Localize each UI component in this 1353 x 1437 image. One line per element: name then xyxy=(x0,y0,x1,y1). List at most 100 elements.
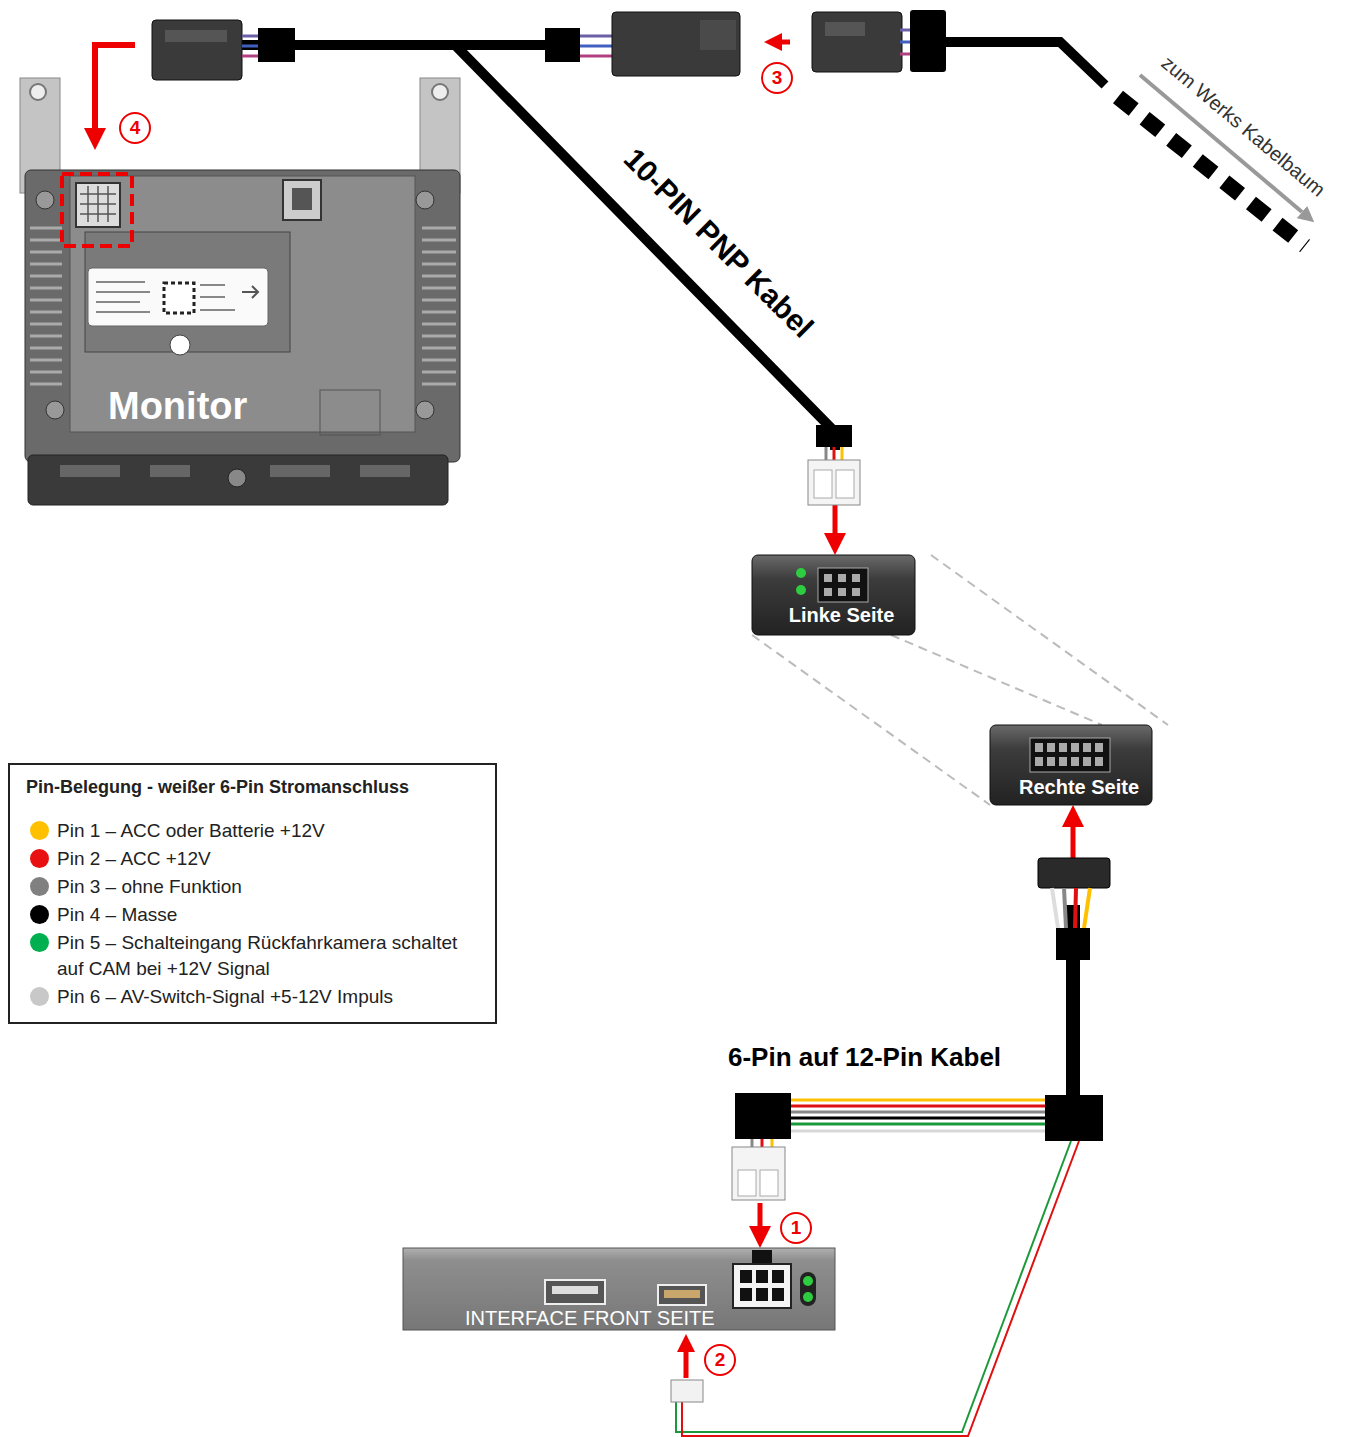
pnp-plug xyxy=(816,425,852,447)
interface-box xyxy=(658,1285,706,1305)
monitor-illustration xyxy=(228,469,246,487)
vehicle-harness xyxy=(825,22,865,36)
connector-line xyxy=(758,1203,763,1226)
cable-6-to-12-pin xyxy=(1084,888,1090,928)
monitor-illustration xyxy=(422,251,456,254)
node-text: INTERFACE FRONT SEITE xyxy=(465,1307,715,1329)
cable-6-to-12-pin xyxy=(791,1117,1045,1120)
callout-number: 2 xyxy=(704,1344,736,1376)
monitor-illustration xyxy=(422,335,456,338)
cable-label: 6-Pin auf 12-Pin Kabel xyxy=(728,1042,1001,1073)
monitor-illustration xyxy=(422,227,456,230)
monitor-illustration xyxy=(242,286,258,298)
cable-6-to-12-pin xyxy=(1045,1095,1103,1141)
callout-number: 4 xyxy=(119,112,151,144)
monitor-illustration xyxy=(200,296,225,298)
module-right-side xyxy=(1083,743,1091,752)
pnp-plug xyxy=(836,470,854,498)
module-left-side xyxy=(824,574,860,596)
monitor-illustration xyxy=(422,275,456,278)
cable-6-to-12-pin xyxy=(682,1141,1079,1436)
monitor-illustration xyxy=(30,251,62,254)
monitor-illustration xyxy=(30,323,62,326)
callout-number: 3 xyxy=(761,62,793,94)
cable-6-to-12-pin xyxy=(735,1093,791,1139)
module-right-side xyxy=(1035,757,1043,766)
vehicle-harness xyxy=(545,28,580,62)
cable-6-to-12-pin xyxy=(671,1380,703,1402)
cable-6-to-12-pin xyxy=(791,1099,1045,1102)
interface-box xyxy=(752,1250,772,1264)
monitor-illustration xyxy=(30,239,62,242)
monitor-illustration xyxy=(416,191,434,209)
monitor-illustration xyxy=(87,186,89,222)
monitor-illustration xyxy=(80,186,116,222)
module-left-side xyxy=(838,574,846,582)
monitor-illustration xyxy=(30,311,62,314)
legend-row: Pin 4 – Masse xyxy=(26,902,479,928)
legend-row: Pin 1 – ACC oder Batterie +12V xyxy=(26,818,479,844)
monitor-illustration xyxy=(416,401,434,419)
interface-box xyxy=(552,1286,598,1294)
cable-6-to-12-pin xyxy=(1052,888,1090,928)
monitor-illustration xyxy=(30,263,62,266)
monitor-illustration xyxy=(422,371,456,374)
legend-text: Pin 3 – ohne Funktion xyxy=(57,874,242,900)
monitor-illustration xyxy=(96,282,235,312)
legend-text: Pin 5 – Schalteingang Rückfahrkamera sch… xyxy=(57,930,479,982)
vehicle-harness xyxy=(812,12,902,72)
connector-line xyxy=(931,555,1168,725)
module-right-side xyxy=(1059,743,1067,752)
interface-box xyxy=(740,1270,752,1283)
interface-box xyxy=(740,1270,784,1301)
vehicle-harness xyxy=(242,36,260,56)
monitor-illustration xyxy=(360,465,410,477)
interface-box xyxy=(800,1272,816,1306)
interface-box xyxy=(403,1248,835,1330)
module-right: Rechte Seite xyxy=(990,725,1168,805)
module-right-side xyxy=(1071,743,1079,752)
vehicle-harness xyxy=(242,45,260,48)
monitor-illustration xyxy=(30,359,62,362)
monitor-illustration xyxy=(30,371,62,374)
legend-text: Pin 6 – AV-Switch-Signal +5-12V Impuls xyxy=(57,984,393,1010)
legend-box: Pin-Belegung - weißer 6-Pin Stromanschlu… xyxy=(8,763,497,1024)
legend-swatch xyxy=(30,905,49,924)
vehicle-harness xyxy=(1118,97,1305,246)
vehicle-harness xyxy=(700,20,736,50)
monitor-illustration xyxy=(28,455,448,505)
cable-6-to-12-pin xyxy=(1056,928,1090,960)
interface-box xyxy=(756,1270,768,1283)
cable-6-to-12-pin xyxy=(791,1130,1045,1133)
module-right-side xyxy=(1071,757,1079,766)
monitor-illustration xyxy=(422,299,456,302)
interface-box xyxy=(803,1276,813,1286)
vehicle-harness xyxy=(580,55,614,58)
connector-line xyxy=(891,635,1102,725)
module-right-side xyxy=(1059,757,1067,766)
monitor-illustration xyxy=(25,170,460,462)
pnp-plug xyxy=(808,425,860,505)
vehicle-harness xyxy=(152,20,242,80)
monitor-illustration xyxy=(96,311,150,313)
interface-box xyxy=(545,1280,605,1304)
node-text: Rechte Seite xyxy=(990,776,1168,798)
monitor-illustration xyxy=(62,174,132,246)
monitor-illustration xyxy=(283,180,321,220)
monitor-illustration xyxy=(30,287,62,290)
monitor-illustration xyxy=(422,311,456,314)
cable-6-to-12-pin xyxy=(676,1141,1071,1432)
vehicle-harness xyxy=(258,28,295,62)
monitor-illustration xyxy=(150,465,190,477)
monitor-illustration xyxy=(422,263,456,266)
legend-row: Pin 3 – ohne Funktion xyxy=(26,874,479,900)
vehicle-harness xyxy=(612,12,740,76)
vehicle-harness xyxy=(945,42,1105,85)
monitor-illustration xyxy=(36,191,54,209)
legend-swatch xyxy=(30,987,49,1006)
monitor-illustration xyxy=(20,78,460,505)
interface-box xyxy=(772,1270,784,1283)
monitor-illustration xyxy=(292,188,312,210)
callout-number: 1 xyxy=(780,1212,812,1244)
connector-line xyxy=(752,635,990,805)
